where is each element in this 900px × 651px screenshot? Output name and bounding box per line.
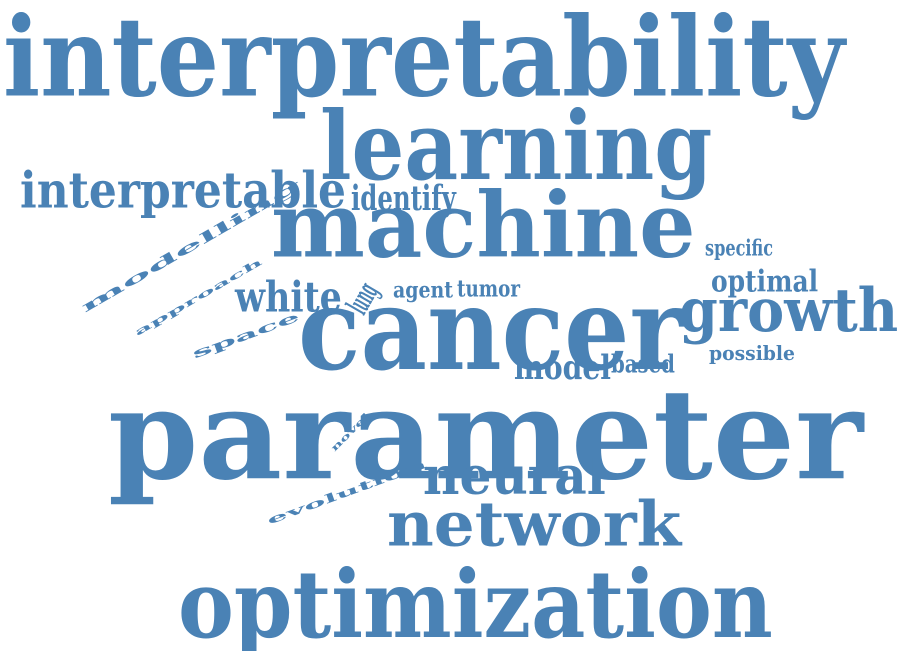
word-network: network [387,487,682,561]
word-cancer: cancer [298,261,684,397]
word-agent: agent [393,277,454,303]
word-growth: growth [679,274,899,346]
word-optimal: optimal [711,263,819,299]
word-interpretability: interpretability [3,0,845,122]
word-possible: possible [709,341,795,365]
word-learning: learning [320,89,713,202]
word-optimization: optimization [178,548,773,651]
word-interpretable: interpretable [20,160,346,220]
word-model: model [514,346,612,388]
word-specific: specific [705,235,774,261]
word-tumor: tumor [457,274,521,303]
word-parameter: parameter [108,360,864,509]
word-based: based [611,348,675,379]
word-white: white [235,272,342,322]
word-neural: neural [423,445,606,507]
word-machine: machine [271,171,696,279]
word-identify: identify [351,176,456,219]
